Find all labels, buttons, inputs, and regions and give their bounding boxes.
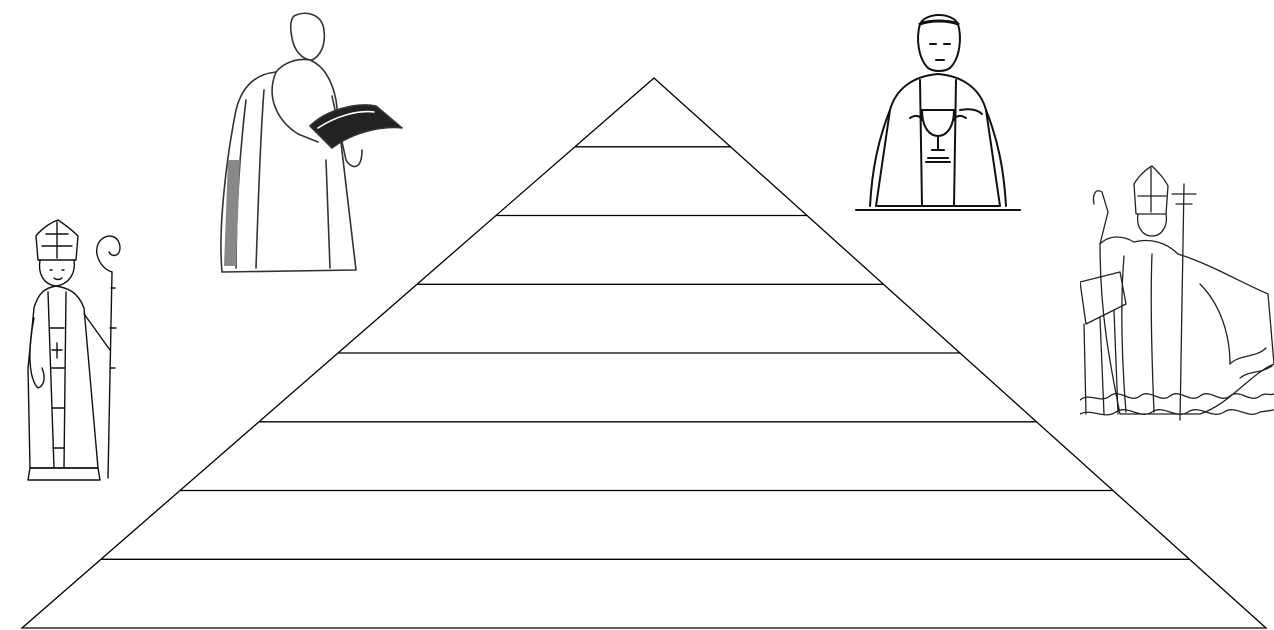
pope-blessing-icon: [1080, 164, 1274, 426]
deacon-reading-book-icon: [206, 10, 406, 280]
bishop-with-crozier-icon: [24, 218, 132, 488]
priest-with-chalice-icon: [850, 10, 1026, 216]
